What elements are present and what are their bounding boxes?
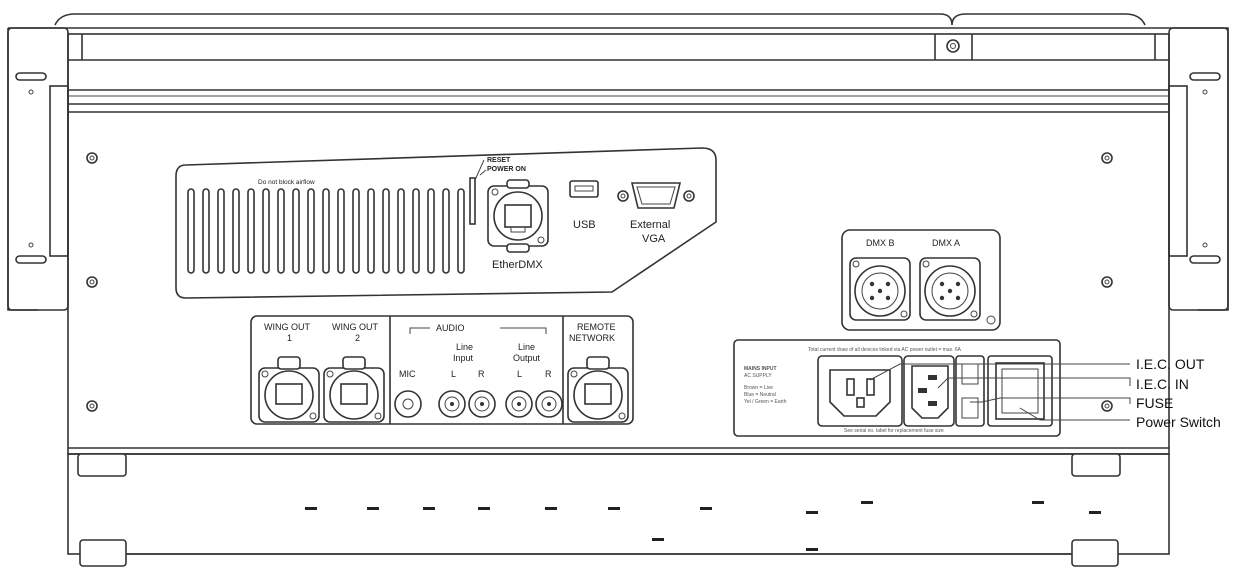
mains-notice: Total current draw of all devices linked…: [808, 347, 962, 353]
line-output-left-jack[interactable]: [505, 390, 533, 418]
usb-port[interactable]: [569, 180, 599, 198]
wing-out-1-port[interactable]: [258, 356, 320, 423]
line-input-left-label: L: [451, 369, 456, 379]
remote-label-line1: REMOTE: [577, 322, 616, 332]
line-input-right-jack[interactable]: [468, 390, 496, 418]
mic-label: MIC: [399, 369, 416, 379]
remote-network-port[interactable]: [567, 356, 629, 423]
callout-labels: I.E.C. OUT I.E.C. IN FUSE Power Switch: [1136, 356, 1221, 430]
line-input-label-line1: Line: [456, 342, 473, 352]
fuse-notice: See serial no. label for replacement fus…: [844, 428, 944, 434]
usb-label: USB: [573, 219, 596, 231]
vga-label-line2: VGA: [642, 233, 666, 245]
wing-out-2-port[interactable]: [323, 356, 385, 423]
mains-input-label-line1: MAINS INPUT: [744, 366, 777, 372]
callout-iec-in: I.E.C. IN: [1136, 376, 1189, 392]
chassis: [7, 13, 1229, 567]
reset-label: RESET: [487, 157, 511, 164]
airflow-vents: [187, 188, 465, 274]
callout-fuse: FUSE: [1136, 395, 1173, 411]
line-output-right-label: R: [545, 369, 552, 379]
fuse-holder[interactable]: [955, 355, 985, 427]
power-on-label: POWER ON: [487, 166, 526, 173]
vga-port[interactable]: [617, 182, 695, 209]
wire-legend-line2: Blue = Neutral: [744, 392, 776, 398]
line-input-right-label: R: [478, 369, 485, 379]
wing-out-1-label-line1: WING OUT: [264, 322, 310, 332]
reset-button[interactable]: [469, 177, 476, 225]
line-output-label-line1: Line: [518, 342, 535, 352]
audio-label: AUDIO: [436, 323, 465, 333]
wire-legend-line1: Brown = Live: [744, 385, 773, 391]
line-output-left-label: L: [517, 369, 522, 379]
dmx-b-label: DMX B: [866, 238, 895, 248]
line-output-label-line2: Output: [513, 353, 541, 363]
iec-out-socket[interactable]: [817, 355, 903, 427]
line-input-left-jack[interactable]: [438, 390, 466, 418]
etherdmx-port[interactable]: [487, 179, 549, 253]
line-input-label-line2: Input: [453, 353, 474, 363]
mic-jack[interactable]: [394, 390, 422, 418]
wing-out-2-label-line2: 2: [355, 333, 360, 343]
wire-legend-line3: Yel / Green = Earth: [744, 399, 787, 405]
dmx-plate: DMX B DMX A: [841, 229, 1001, 331]
wing-out-2-label-line1: WING OUT: [332, 322, 378, 332]
upper-io-plate: Do not block airflow RESET: [175, 147, 717, 299]
remote-label-line2: NETWORK: [569, 333, 615, 343]
power-switch[interactable]: [987, 355, 1053, 427]
iec-in-socket[interactable]: [903, 355, 955, 427]
panel-screws: [86, 152, 1113, 412]
dmx-a-label: DMX A: [932, 238, 960, 248]
lower-io-plate: WING OUT 1 WING OUT 2 AUDIO Line Input L…: [250, 315, 634, 425]
line-output-right-jack[interactable]: [535, 390, 563, 418]
callout-iec-out: I.E.C. OUT: [1136, 356, 1205, 372]
airflow-label: Do not block airflow: [258, 179, 315, 186]
mains-plate: Total current draw of all devices linked…: [733, 339, 1061, 437]
mains-input-label-line2: AC SUPPLY: [744, 373, 772, 379]
dmx-a-connector[interactable]: [919, 257, 981, 321]
vga-label-line1: External: [630, 219, 670, 231]
callout-power-switch: Power Switch: [1136, 414, 1221, 430]
dmx-b-connector[interactable]: [849, 257, 911, 321]
etherdmx-label: EtherDMX: [492, 259, 543, 271]
callout-leaders: [869, 363, 1131, 421]
wing-out-1-label-line2: 1: [287, 333, 292, 343]
